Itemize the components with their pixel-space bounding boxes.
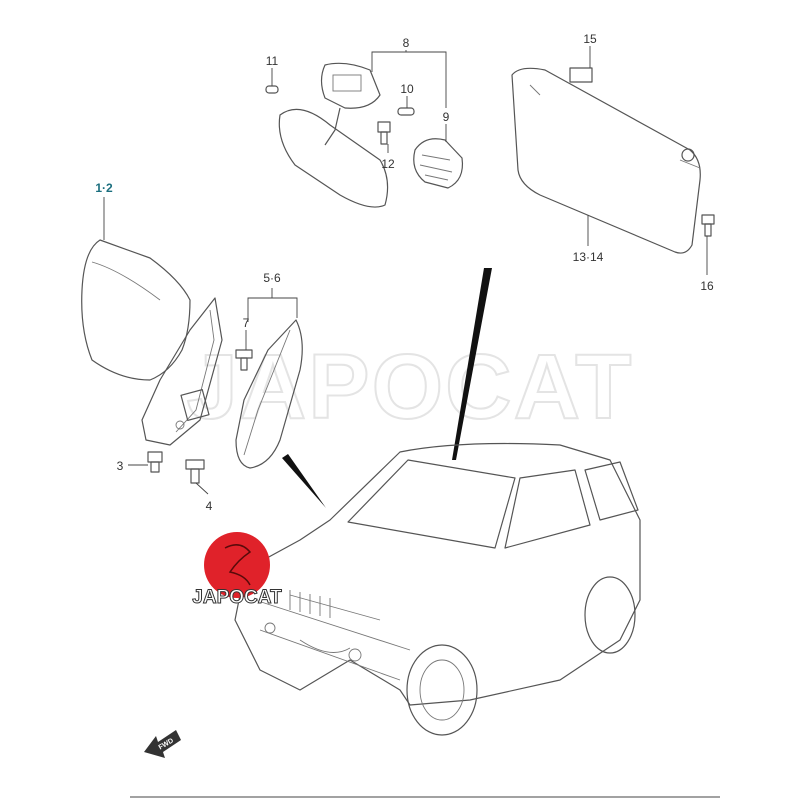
bolt-4-part[interactable] xyxy=(185,459,205,484)
japocat-logo: JAPOCAT xyxy=(192,532,283,609)
watermark: JAPOCAT xyxy=(187,336,634,438)
logo-text: JAPOCAT xyxy=(192,587,282,608)
callout-4[interactable]: 4 xyxy=(206,499,213,513)
bolt-3-part[interactable] xyxy=(147,451,163,473)
screw-16-part[interactable] xyxy=(701,214,715,237)
clip-11-part[interactable] xyxy=(265,85,279,94)
logo-red-circle xyxy=(204,532,270,598)
callout-16[interactable]: 16 xyxy=(700,279,714,293)
leader-lines xyxy=(103,46,720,798)
callout-3[interactable]: 3 xyxy=(117,459,124,473)
callout-15[interactable]: 15 xyxy=(583,32,597,46)
callout-9[interactable]: 9 xyxy=(443,110,450,124)
callout-10[interactable]: 10 xyxy=(400,82,414,96)
clip-15-part[interactable] xyxy=(569,67,593,83)
pointer-arrow xyxy=(282,454,326,508)
bulb-10-part[interactable] xyxy=(397,107,415,116)
lens-9-part[interactable] xyxy=(413,138,464,189)
mirror-cover-part[interactable] xyxy=(235,319,303,469)
callout-5-6[interactable]: 5·6 xyxy=(263,271,281,285)
sun-visor-part[interactable] xyxy=(511,67,701,254)
callout-11[interactable]: 11 xyxy=(266,54,279,68)
pointer-arrow xyxy=(452,268,492,460)
vehicle-outline xyxy=(234,442,641,736)
fwd-arrow-icon: FWD xyxy=(144,730,181,758)
screw-12-part[interactable] xyxy=(377,121,391,145)
rearview-mirror-part[interactable] xyxy=(278,62,389,208)
callout-7[interactable]: 7 xyxy=(243,316,250,330)
callout-13-14[interactable]: 13·14 xyxy=(573,250,604,264)
side-mirror-part[interactable] xyxy=(81,239,223,446)
callout-8[interactable]: 8 xyxy=(403,36,410,50)
callout-1-2[interactable]: 1·2 xyxy=(95,181,113,195)
screw-7-part[interactable] xyxy=(235,349,253,371)
callout-12[interactable]: 12 xyxy=(381,157,395,171)
